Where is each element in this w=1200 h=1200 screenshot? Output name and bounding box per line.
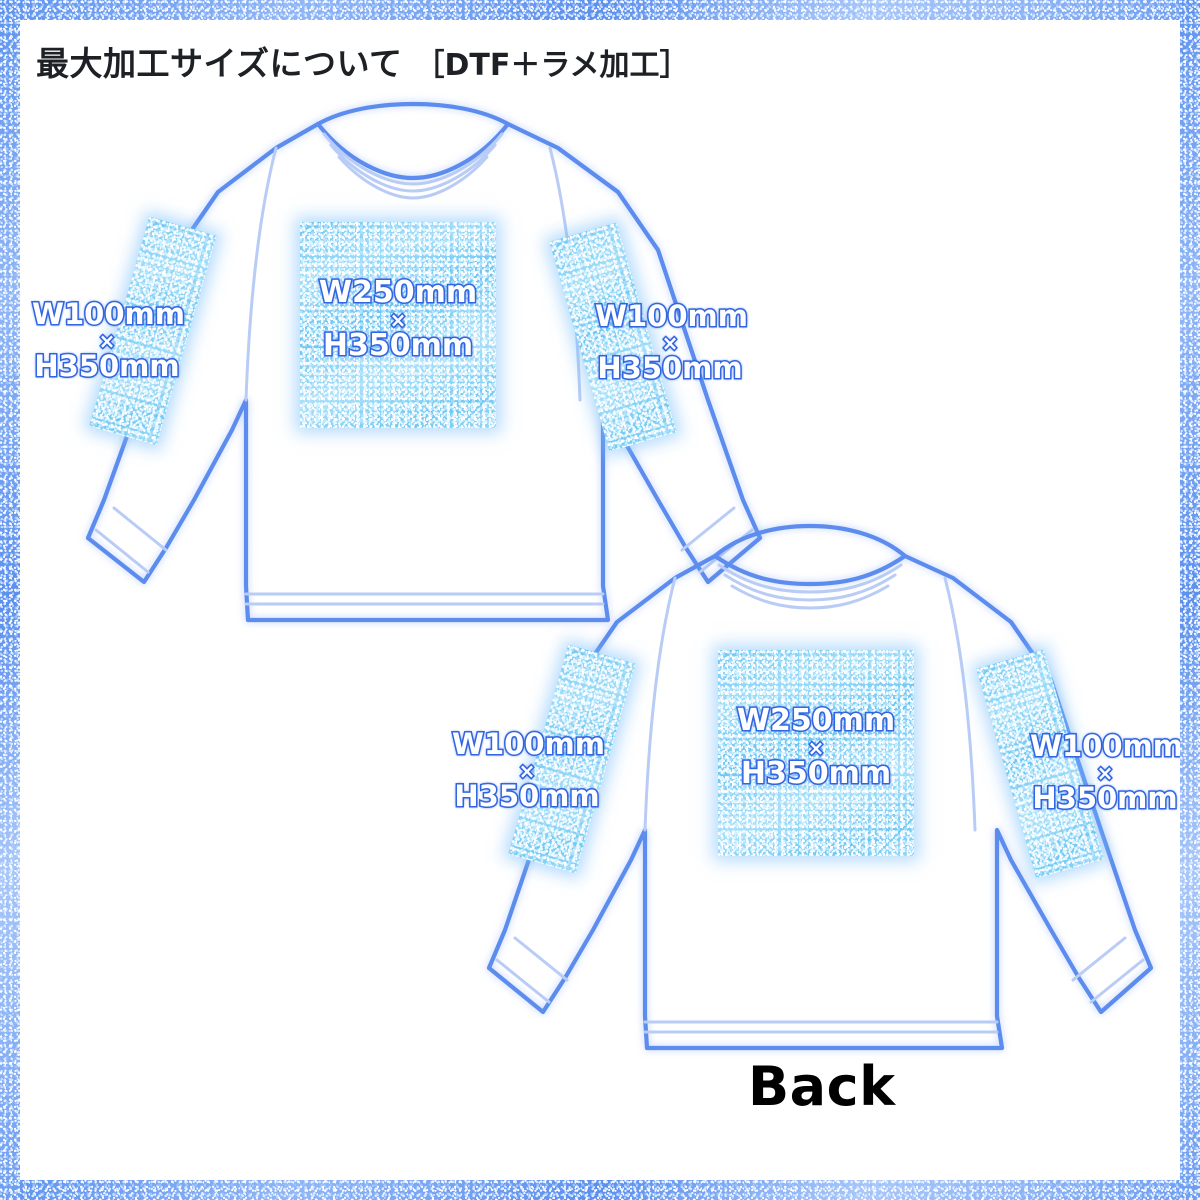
print-height-label: H350mm (453, 779, 601, 813)
print-separator: × (806, 736, 826, 760)
back-view-caption: Back (748, 1055, 896, 1118)
front-chest-print-area[interactable] (300, 222, 496, 428)
page-title-tag: ［DTF＋ラメ加工］ (414, 48, 690, 83)
print-width-label: W100mm (31, 297, 187, 331)
print-height-label: H350mm (321, 328, 474, 363)
print-width-label: W100mm (451, 727, 607, 761)
page-title: 最大加工サイズについて ［DTF＋ラメ加工］ (36, 44, 690, 84)
front-left-sleeve-print-label: W100mm × H350mm (31, 297, 187, 383)
frame-bottom-edge (0, 1180, 1200, 1200)
print-width-label: W250mm (735, 703, 896, 738)
print-height-label: H350mm (739, 756, 892, 791)
print-height-label: H350mm (596, 351, 744, 385)
print-separator: × (517, 759, 537, 783)
print-width-label: W250mm (317, 275, 478, 310)
print-width-label: W100mm (1029, 729, 1185, 763)
front-right-sleeve-print-label: W100mm × H350mm (594, 299, 750, 385)
garment-front-illustration (18, 100, 808, 640)
print-height-label: H350mm (33, 349, 181, 383)
garment-back-illustration (425, 520, 1195, 1065)
print-separator: × (660, 331, 680, 355)
back-left-sleeve-print-label: W100mm × H350mm (451, 727, 607, 813)
page-title-main: 最大加工サイズについて (36, 44, 403, 83)
print-separator: × (388, 308, 408, 332)
back-chest-print-area[interactable] (718, 650, 914, 856)
front-chest-print-label: W250mm × H350mm (300, 275, 496, 363)
print-width-label: W100mm (594, 299, 750, 333)
back-chest-print-label: W250mm × H350mm (718, 703, 914, 791)
print-height-label: H350mm (1031, 781, 1179, 815)
frame-top-edge (0, 0, 1200, 20)
frame-left-edge (0, 0, 20, 1200)
print-separator: × (97, 329, 117, 353)
back-right-sleeve-print-label: W100mm × H350mm (1029, 729, 1185, 815)
print-separator: × (1095, 761, 1115, 785)
